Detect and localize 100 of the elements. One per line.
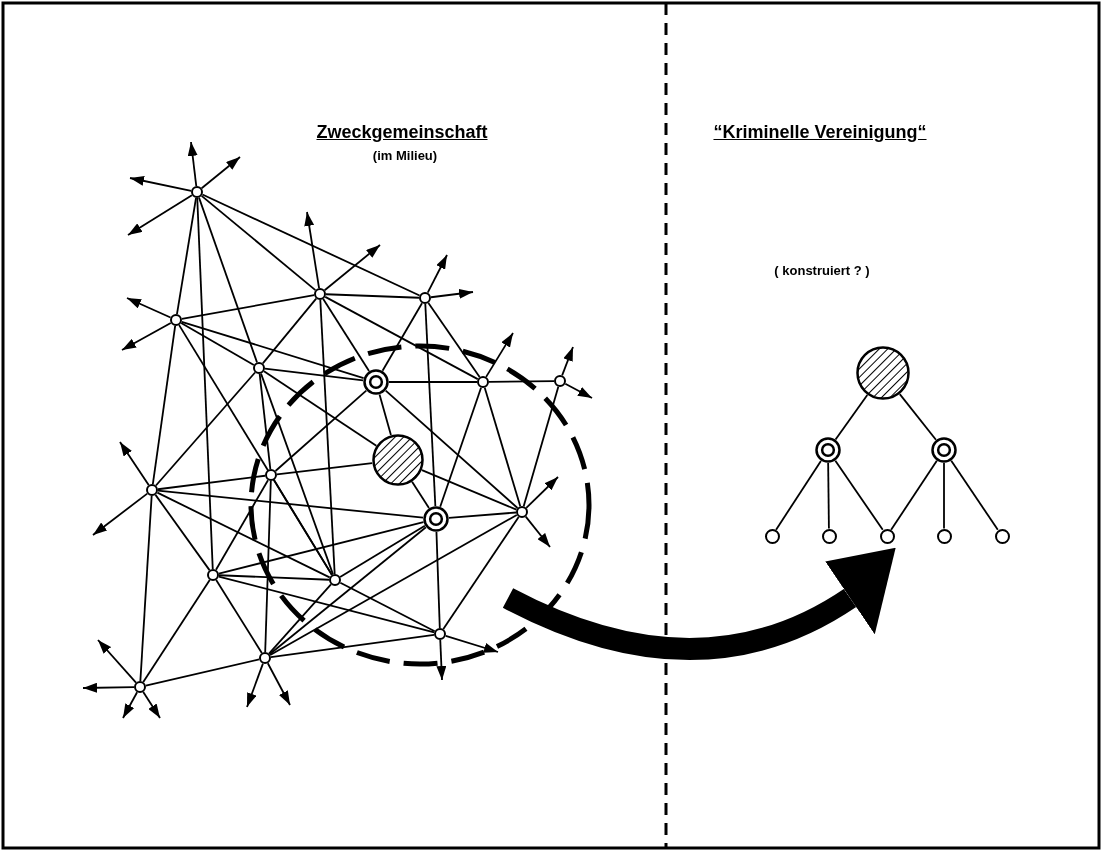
heading: “Kriminelle Vereinigung“ [713,122,927,143]
annotation: ( konstruiert ? ) [774,263,870,278]
small-circle [879,528,895,544]
connector-line [274,389,368,472]
double-circle [363,369,389,395]
arrow [121,322,172,351]
connector-line [144,658,261,687]
subheading: (im Milieu) [372,148,438,163]
connector-line [273,479,333,576]
connector-line [157,474,266,491]
connector-line [217,575,436,634]
arrow [485,332,514,378]
arrow [92,492,149,536]
arrow [129,175,193,192]
small-circle [821,528,837,544]
connector-line [215,579,263,654]
connector-line [269,514,518,656]
small-circle [419,292,431,304]
connector-line [381,302,423,372]
connector-line [943,462,945,530]
connector-line [898,393,937,441]
arrow [524,515,551,548]
connector-line [448,511,517,519]
small-circle [314,288,326,300]
small-circle [994,528,1010,544]
heading: Zweckgemeinschaft [316,122,488,143]
connector-line [264,367,364,382]
arrow [97,639,137,684]
small-circle [265,469,277,481]
connector-line [427,302,481,378]
double-circle [931,437,957,463]
arrow [444,634,499,653]
arrow [561,346,574,377]
connector-line [411,480,430,509]
connector-line [324,295,479,381]
small-circle [477,376,489,388]
arrow [122,691,138,719]
connector-line [424,303,437,507]
connector-line [180,322,255,366]
arrow [200,156,241,190]
arrow [564,382,593,399]
connector-line [258,373,272,470]
arrow [304,211,320,289]
connector-line [890,459,938,531]
arrow [436,639,447,681]
connector-line [834,459,884,531]
arrow [525,476,559,509]
double-circle [815,437,841,463]
arrow [119,441,150,486]
small-circle [764,528,780,544]
connector-line [180,320,365,380]
connector-line [200,194,317,292]
small-circle [329,574,341,586]
small-circle [146,484,158,496]
connector-line [276,462,374,476]
small-circle [253,362,265,374]
small-circle [554,375,566,387]
arrow [142,691,161,719]
connector-line [201,193,421,297]
connector-line [319,299,336,575]
small-circle [516,506,528,518]
arrow [426,254,448,294]
connector-line [196,197,214,570]
double-circle [423,506,449,532]
small-circle [434,628,446,640]
connector-line [384,389,519,509]
connector-line [260,372,334,576]
arrow [246,662,264,708]
arrow [127,194,193,236]
hatched-circle [372,434,424,486]
connector-line [176,197,197,315]
connector-line [421,469,518,511]
connector-line [522,385,560,508]
connector-line [322,298,370,372]
connector-line [268,583,332,655]
connector-line [488,380,555,383]
small-circle [936,528,952,544]
connector-line [218,574,330,581]
connector-line [157,489,424,519]
connector-line [155,371,256,487]
connector-line [154,493,211,572]
connector-line [217,521,425,575]
connector-line [388,381,478,383]
arrow [187,141,198,187]
connector-line [181,294,315,320]
connector-line [339,524,426,578]
hatched-circle [856,346,910,400]
connector-line [435,531,441,629]
small-circle [191,186,203,198]
small-circle [207,569,219,581]
connector-line [270,633,435,659]
connector-line [156,491,331,579]
connector-line [483,386,522,508]
connector-line [139,495,153,682]
connector-line [264,480,272,653]
connector-line [261,297,318,365]
connector-line [339,581,436,633]
arrow [82,682,135,693]
connector-line [325,293,420,299]
connector-line [268,526,427,656]
